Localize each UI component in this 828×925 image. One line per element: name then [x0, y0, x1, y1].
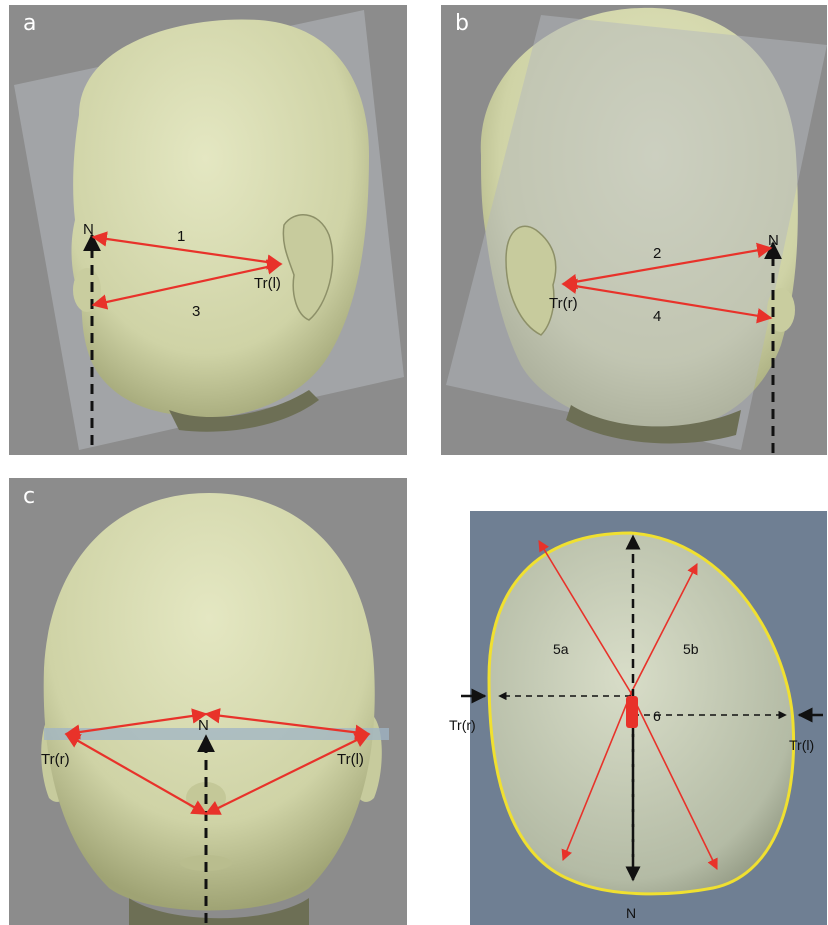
tragion-right-label: Tr(r) — [449, 717, 476, 733]
nasion-label: N — [83, 221, 94, 238]
panel-c-letter: c — [23, 484, 35, 509]
measurement-6-marker — [626, 696, 638, 728]
panel-a-letter: a — [23, 11, 36, 36]
panel-d-letter: d — [455, 484, 469, 509]
measurement-5a-label: 5a — [553, 641, 569, 657]
panel-a: N 1 3 Tr(l) a — [9, 5, 407, 455]
panel-b-figure: N 2 4 Tr(r) — [441, 5, 827, 455]
tragion-left-label: Tr(l) — [337, 751, 364, 768]
nasion-label: N — [198, 717, 209, 734]
tragion-left-label: Tr(l) — [789, 737, 814, 753]
tragion-right-label: Tr(r) — [41, 751, 70, 768]
panel-a-figure: N 1 3 Tr(l) — [9, 5, 407, 455]
nasion-label: N — [768, 232, 779, 249]
measurement-2-label: 2 — [653, 245, 661, 262]
panel-d-figure: 5a 5b 6 Tr(r) Tr(l) N — [441, 478, 827, 925]
tragion-left-label: Tr(l) — [254, 275, 281, 292]
panel-c-figure: N Tr(r) Tr(l) — [9, 478, 407, 925]
head-3d-model — [44, 493, 375, 911]
measurement-1-label: 1 — [177, 228, 185, 245]
head-3d-model — [72, 19, 369, 417]
nasion-label: N — [626, 905, 636, 921]
measurement-5b-label: 5b — [683, 641, 699, 657]
nose — [73, 268, 101, 312]
panel-d: 5a 5b 6 Tr(r) Tr(l) N d — [441, 478, 827, 925]
panel-b: N 2 4 Tr(r) b — [441, 5, 827, 455]
tragion-right-label: Tr(r) — [549, 295, 578, 312]
measurement-6-label: 6 — [653, 708, 661, 724]
nose — [767, 288, 795, 332]
panel-c: N Tr(r) Tr(l) c — [9, 478, 407, 925]
measurement-3-label: 3 — [192, 303, 200, 320]
measurement-4-label: 4 — [653, 308, 661, 325]
panel-b-letter: b — [455, 11, 469, 36]
